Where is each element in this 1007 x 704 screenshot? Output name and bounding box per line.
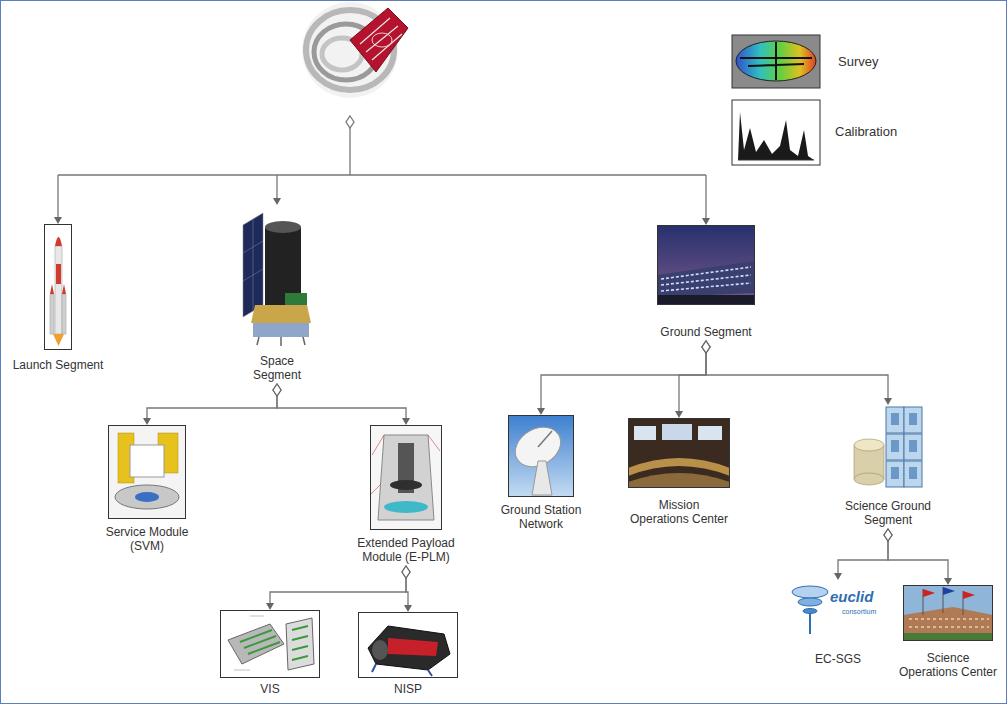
- segment-picture: [370, 425, 442, 530]
- segment-picture: [657, 225, 755, 305]
- segment-node: VIS: [220, 610, 320, 696]
- logo-text: consortium: [842, 608, 876, 616]
- aggregation-connector: [675, 341, 710, 418]
- segment-illustration: [358, 612, 458, 678]
- segment-label: Ground Station Network: [495, 503, 587, 531]
- segment-node: Science Operations Center: [898, 585, 998, 679]
- calibration-swatch: [732, 100, 820, 165]
- legend-text: Survey: [838, 54, 878, 70]
- segment-picture: [628, 418, 730, 488]
- segment-label: Science Operations Center: [898, 651, 998, 679]
- segment-picture: [903, 585, 993, 641]
- segment-illustration: [657, 225, 755, 305]
- legend-text: Calibration: [835, 124, 897, 140]
- aggregation-connector: [143, 384, 281, 425]
- segment-label: Service Module (SVM): [101, 525, 193, 553]
- survey-swatch: [732, 35, 820, 88]
- segment-label: Space Segment: [247, 354, 307, 382]
- segment-picture: [358, 612, 458, 678]
- segment-node: Launch Segment: [3, 224, 113, 372]
- segment-node: Extended Payload Module (E-PLM): [354, 425, 458, 564]
- aggregation-connector: [537, 341, 710, 415]
- segment-picture: [108, 425, 186, 519]
- segment-label: Ground Segment: [641, 325, 771, 339]
- root-arrowheads: [54, 198, 710, 225]
- segment-picture: [44, 224, 72, 350]
- segment-node: Ground Station Network: [495, 415, 587, 531]
- aggregation-connector: [273, 384, 410, 425]
- segment-label: NISP: [378, 682, 438, 696]
- segment-label: Launch Segment: [3, 358, 113, 372]
- aggregation-connector: [702, 341, 892, 405]
- root-tree: [58, 116, 706, 218]
- segment-illustration: [241, 205, 313, 350]
- segment-picture: [241, 205, 313, 350]
- segment-illustration: [370, 425, 442, 530]
- segment-illustration: [108, 425, 186, 519]
- aggregation-connector: [834, 529, 892, 580]
- segment-node: EC-SGS euclid consortium: [790, 580, 886, 666]
- segment-picture: [852, 405, 924, 491]
- segment-label: EC-SGS: [803, 652, 873, 666]
- segment-label: Science Ground Segment: [838, 499, 938, 527]
- aggregation-connector: [884, 529, 952, 585]
- segment-picture: [220, 610, 320, 678]
- segment-picture: [508, 415, 574, 497]
- segment-node: Mission Operations Center: [628, 418, 730, 526]
- segment-illustration: [220, 610, 320, 678]
- segment-illustration: [44, 224, 72, 350]
- segment-node: Space Segment: [241, 205, 313, 382]
- segment-label: Extended Payload Module (E-PLM): [354, 536, 458, 564]
- segment-illustration: [628, 418, 730, 488]
- aggregation-connector: [266, 566, 410, 610]
- segment-node: NISP: [358, 612, 458, 696]
- segment-node: Science Ground Segment: [838, 405, 938, 527]
- segment-node: Ground Segment: [641, 225, 771, 339]
- segment-illustration: [852, 405, 924, 491]
- segment-label: VIS: [240, 682, 300, 696]
- segment-node: Service Module (SVM): [101, 425, 193, 553]
- logo-text: euclid: [830, 588, 873, 606]
- mission-logo: [302, 2, 408, 98]
- segment-illustration: [903, 585, 993, 641]
- aggregation-connector: [402, 566, 412, 612]
- segment-label: Mission Operations Center: [629, 498, 729, 526]
- segment-illustration: [508, 415, 574, 497]
